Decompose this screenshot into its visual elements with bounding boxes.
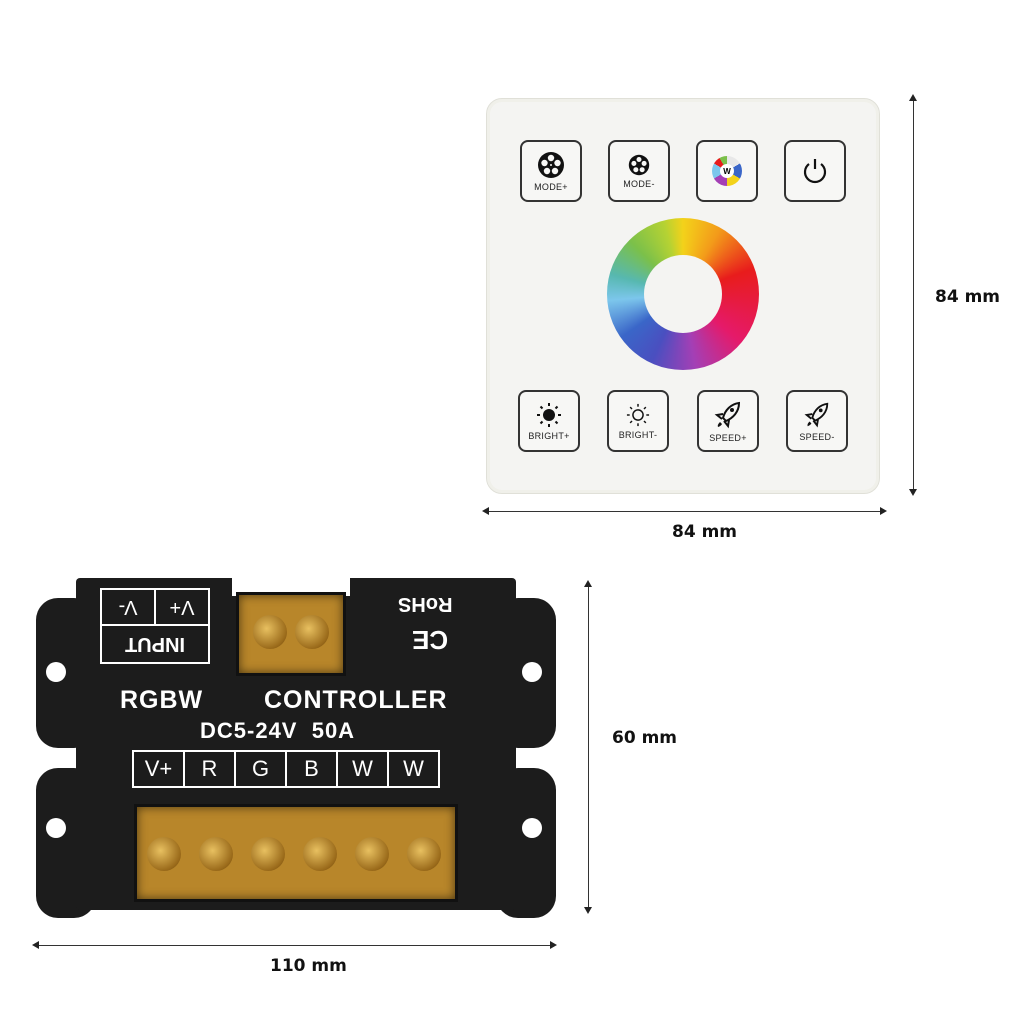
- pin-w2: W: [403, 756, 424, 781]
- arrow-right-icon: [880, 507, 887, 515]
- pin-vplus: V+: [134, 752, 185, 786]
- arrow-left-icon: [482, 507, 489, 515]
- panel-width-line: [486, 511, 884, 512]
- ce-mark: CE: [412, 625, 449, 655]
- button-label: SPEED-: [799, 431, 835, 442]
- input-terminal[interactable]: [236, 592, 346, 676]
- controller-height-label: 60 mm: [612, 728, 678, 748]
- rocket-icon: [804, 402, 829, 427]
- controller-width-line: [36, 945, 554, 946]
- sun-outline-icon: [626, 403, 650, 426]
- sun-filled-icon: [537, 402, 561, 427]
- panel-width-label: 84 mm: [672, 522, 738, 542]
- rohs-mark: RoHS: [398, 593, 453, 615]
- button-label: MODE-: [623, 178, 655, 189]
- color-wheel-icon: W: [712, 156, 742, 186]
- panel-height-label: 84 mm: [935, 287, 1001, 307]
- arrow-down-icon: [584, 907, 592, 914]
- controller-width-label: 110 mm: [270, 956, 347, 976]
- button-label: SPEED+: [709, 432, 747, 443]
- input-pin-vplus: V+: [154, 590, 208, 624]
- mount-hole: [46, 662, 66, 682]
- pin-w1: W: [338, 752, 389, 786]
- arrow-right-icon: [550, 941, 557, 949]
- output-terminal[interactable]: [134, 804, 458, 902]
- mount-hole: [46, 818, 66, 838]
- controller-height-line: [588, 584, 589, 912]
- pin-b: B: [287, 752, 338, 786]
- arrow-up-icon: [909, 94, 917, 101]
- button-label: BRIGHT+: [528, 430, 570, 441]
- input-label: INPUT: [102, 624, 208, 662]
- button-label: BRIGHT-: [618, 429, 658, 440]
- white-label: W: [720, 164, 734, 178]
- panel-height-line: [913, 98, 914, 494]
- arrow-down-icon: [909, 489, 917, 496]
- mode-minus-button[interactable]: MODE-: [608, 140, 670, 202]
- pin-r: R: [185, 752, 236, 786]
- power-icon: [803, 159, 827, 184]
- mode-plus-button[interactable]: MODE+: [520, 140, 582, 202]
- rgbw-controller: INPUT V+ V- RoHS CE RGBW CONTROLLER DC5-…: [36, 576, 556, 918]
- arrow-up-icon: [584, 580, 592, 587]
- input-label-box: INPUT V+ V-: [100, 588, 210, 664]
- spec-label: DC5-24V 50A: [200, 718, 356, 743]
- title-controller: CONTROLLER: [264, 686, 448, 714]
- speed-plus-button[interactable]: SPEED+: [697, 390, 759, 452]
- bright-plus-button[interactable]: BRIGHT+: [518, 390, 580, 452]
- white-button[interactable]: W: [696, 140, 758, 202]
- mount-hole: [522, 818, 542, 838]
- reel-icon: [628, 154, 650, 175]
- pin-g: G: [236, 752, 287, 786]
- input-pin-vminus: V-: [118, 596, 138, 619]
- power-button[interactable]: [784, 140, 846, 202]
- bright-minus-button[interactable]: BRIGHT-: [607, 390, 669, 452]
- arrow-left-icon: [32, 941, 39, 949]
- color-wheel[interactable]: [607, 218, 759, 370]
- speed-minus-button[interactable]: SPEED-: [786, 390, 848, 452]
- button-label: MODE+: [534, 181, 568, 192]
- reel-icon: [538, 151, 564, 178]
- mount-hole: [522, 662, 542, 682]
- title-rgbw: RGBW: [120, 686, 204, 714]
- output-pin-labels: V+ R G B W W: [132, 750, 440, 788]
- rocket-icon: [714, 401, 741, 428]
